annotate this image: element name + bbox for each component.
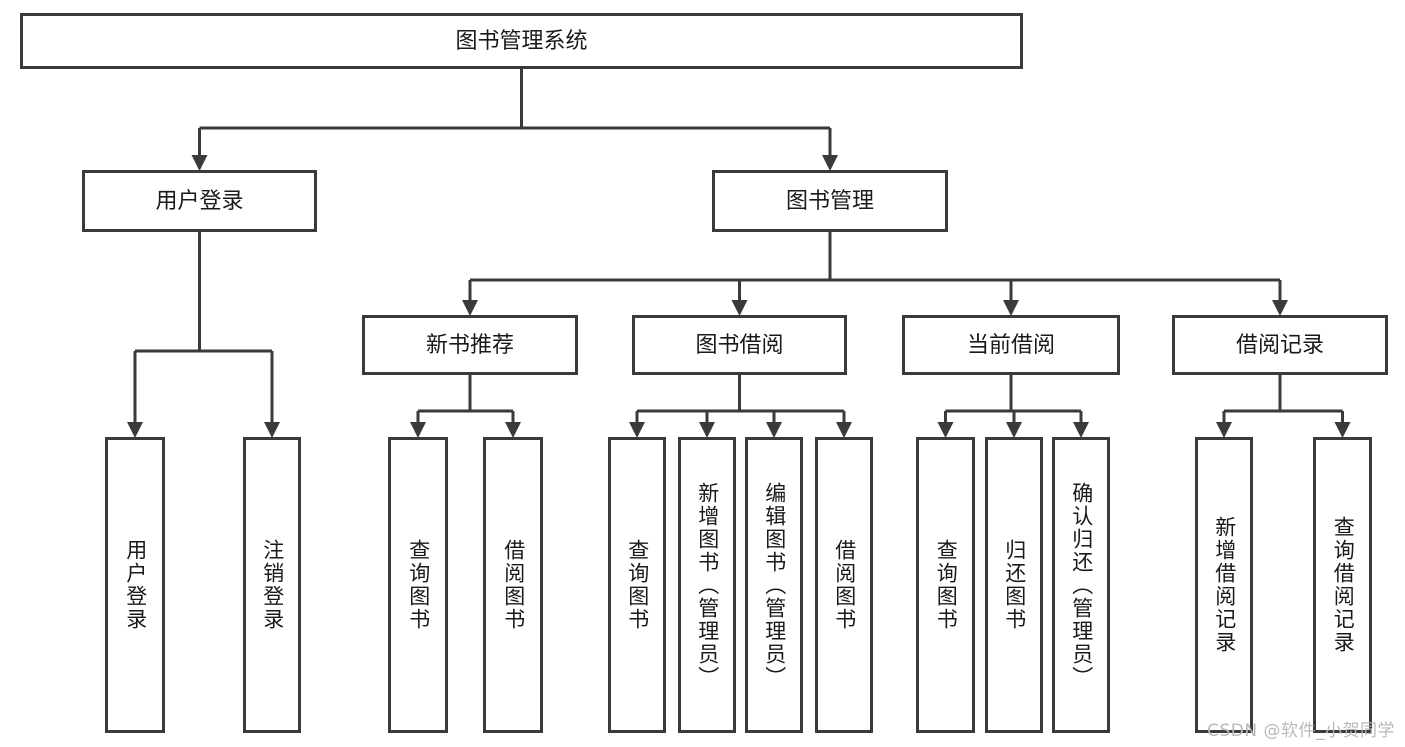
node-label: 图书借阅 (695, 333, 783, 358)
node-leaf-user-logout[interactable] (243, 437, 301, 733)
node-box-level2 (712, 170, 948, 232)
node-leaf-bb-query-book[interactable] (608, 437, 666, 733)
node-new-book-rec[interactable] (362, 315, 578, 375)
node-leaf-bb-add-book[interactable] (678, 437, 736, 733)
node-root[interactable] (20, 13, 1023, 69)
node-leaf-bb-edit-book[interactable] (745, 437, 803, 733)
node-book-manage[interactable] (712, 170, 948, 232)
arrow-head-icon (1073, 422, 1089, 438)
arrow-head-icon (836, 422, 852, 438)
arrow-head-icon (191, 155, 208, 171)
node-box-level3 (902, 315, 1120, 375)
node-leaf-user-login[interactable] (105, 437, 165, 733)
node-box-level3 (632, 315, 847, 375)
arrow-head-icon (731, 300, 748, 316)
arrow-head-icon (766, 422, 782, 438)
arrow-head-icon (699, 422, 715, 438)
node-box-level3 (362, 315, 578, 375)
connector-layer (127, 69, 1351, 438)
arrow-head-icon (937, 422, 954, 438)
node-box-level2 (82, 170, 317, 232)
node-box-leaf (1195, 437, 1253, 733)
node-label: 新书推荐 (426, 333, 514, 358)
node-box-leaf (1052, 437, 1110, 733)
node-box-level3 (1172, 315, 1388, 375)
node-box-leaf (815, 437, 873, 733)
node-label: 当前借阅 (967, 333, 1055, 358)
csdn-watermark: CSDN @软件_小贺同学 (1207, 721, 1395, 741)
arrow-head-icon (410, 422, 426, 438)
arrow-head-icon (505, 422, 521, 438)
node-box-root (20, 13, 1023, 69)
node-book-borrow[interactable] (632, 315, 847, 375)
arrow-head-icon (822, 155, 838, 171)
node-box-leaf (745, 437, 803, 733)
node-leaf-rec-query-book[interactable] (388, 437, 448, 733)
arrow-head-icon (1272, 300, 1288, 316)
arrow-head-icon (1216, 422, 1232, 438)
node-box-layer (20, 13, 1388, 733)
node-box-leaf (608, 437, 666, 733)
node-leaf-cb-confirm-return[interactable] (1052, 437, 1110, 733)
node-box-leaf (388, 437, 448, 733)
arrow-head-icon (1006, 422, 1022, 438)
node-leaf-cb-query-book[interactable] (916, 437, 975, 733)
node-borrow-record[interactable] (1172, 315, 1388, 375)
arrow-head-icon (1003, 300, 1019, 316)
node-leaf-bb-borrow-book[interactable] (815, 437, 873, 733)
node-leaf-rec-borrow-book[interactable] (483, 437, 543, 733)
node-box-leaf (678, 437, 736, 733)
node-box-leaf (483, 437, 543, 733)
node-box-leaf (1313, 437, 1372, 733)
node-box-leaf (105, 437, 165, 733)
node-label: 借阅记录 (1236, 333, 1324, 358)
node-current-borrow[interactable] (902, 315, 1120, 375)
arrow-head-icon (1334, 422, 1351, 438)
node-box-leaf (916, 437, 975, 733)
node-label: 用户登录 (155, 189, 243, 214)
arrow-head-icon (629, 422, 645, 438)
arrow-head-icon (462, 300, 478, 316)
node-leaf-br-query-record[interactable] (1313, 437, 1372, 733)
arrow-head-icon (264, 422, 280, 438)
node-user-login[interactable] (82, 170, 317, 232)
node-label: 图书管理 (786, 189, 874, 214)
node-box-leaf (985, 437, 1043, 733)
node-label: 图书管理系统 (455, 29, 587, 54)
node-box-leaf (243, 437, 301, 733)
node-leaf-cb-return-book[interactable] (985, 437, 1043, 733)
node-leaf-br-add-record[interactable] (1195, 437, 1253, 733)
arrow-head-icon (127, 422, 143, 438)
